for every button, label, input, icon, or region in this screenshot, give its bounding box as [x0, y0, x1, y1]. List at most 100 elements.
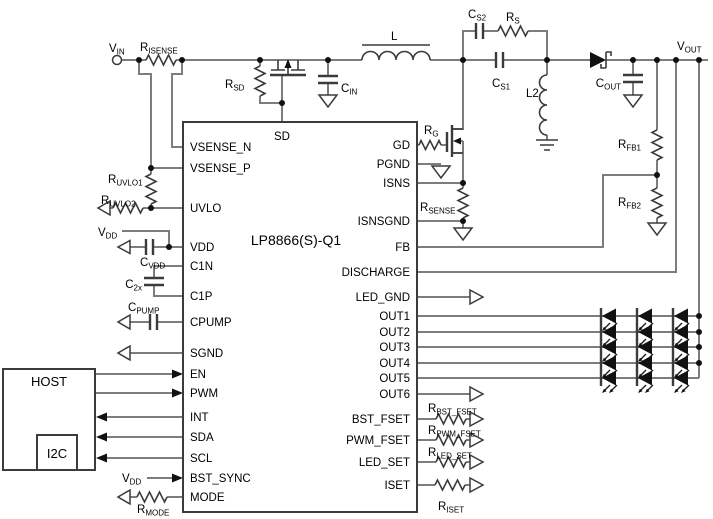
pin-iset: ISET	[384, 480, 410, 492]
connector-led-set	[469, 453, 485, 471]
pmos-sd-switch	[270, 59, 306, 77]
label-cs1: CS1	[492, 78, 511, 92]
label-rbst-fset: RBST_FSET	[428, 403, 477, 417]
i2c-block	[36, 434, 78, 471]
connector-out6	[469, 385, 485, 403]
resistor-rled-set	[435, 455, 467, 469]
capacitor-cout	[622, 73, 644, 109]
arrow-int	[96, 412, 107, 422]
label-vdd-uvlo: VDD	[98, 227, 117, 241]
pin-vsense-n: VSENSE_N	[190, 142, 251, 154]
label-cvdd: CVDD	[140, 257, 165, 271]
net-fet-drain	[452, 60, 464, 130]
pin-isnsgnd: ISNSGND	[358, 216, 410, 228]
pin-bst-fset: BST_FSET	[352, 414, 410, 426]
label-cs2: CS2	[468, 9, 487, 23]
led	[599, 368, 619, 395]
pin-out4: OUT4	[379, 358, 410, 370]
arrow-sda	[96, 432, 107, 442]
resistor-riset	[434, 478, 466, 492]
label-rs: RS	[506, 12, 520, 26]
label-rmode: RMODE	[137, 504, 169, 518]
connector-cpump	[116, 313, 131, 331]
arrow-scl	[96, 453, 107, 463]
label-l: L	[391, 31, 398, 43]
nmos-boost-switch	[445, 125, 463, 157]
label-cpump: CPUMP	[128, 302, 159, 316]
ground-rfb2	[646, 222, 668, 237]
diode-rectifier	[590, 51, 612, 69]
pin-pgnd: PGND	[377, 159, 410, 171]
connector-cvdd	[116, 239, 131, 255]
pin-fb: FB	[395, 242, 410, 254]
ground-isnsgnd	[452, 227, 474, 242]
i2c-label: I2C	[47, 446, 67, 461]
label-rfb2: RFB2	[618, 197, 642, 211]
pin-led-set: LED_SET	[359, 457, 410, 469]
net-fb	[417, 174, 657, 248]
connector-ruvlo2	[96, 199, 111, 217]
pin-out1: OUT1	[379, 311, 410, 323]
resistor-rmode	[136, 490, 168, 504]
connector-sgnd	[116, 344, 131, 362]
pin-gd: GD	[393, 140, 410, 152]
pin-sd: SD	[274, 131, 290, 143]
pin-discharge: DISCHARGE	[342, 267, 411, 279]
pin-scl: SCL	[190, 453, 213, 465]
pin-vdd: VDD	[190, 242, 214, 254]
pin-c1p: C1P	[190, 291, 213, 303]
pin-led-gnd: LED_GND	[356, 292, 410, 304]
pin-en: EN	[190, 369, 206, 381]
connector-bst-fset	[469, 410, 485, 428]
resistor-rfb2	[650, 187, 664, 219]
earth-ground-l2	[536, 139, 558, 151]
pin-uvlo: UVLO	[190, 203, 221, 215]
ground-cin	[317, 94, 339, 109]
net-vsense-p	[138, 60, 183, 169]
net-discharge	[417, 60, 677, 273]
net-c1n-c1p	[153, 265, 183, 297]
connector-mode	[116, 488, 131, 506]
led	[671, 368, 691, 395]
label-rfb1: RFB1	[618, 139, 642, 153]
label-rpwm-fset: RPWM_FSET	[428, 425, 481, 439]
arrow-bst-sync	[172, 473, 183, 483]
pin-mode: MODE	[190, 492, 225, 504]
ground-cout	[622, 94, 644, 109]
pin-sda: SDA	[190, 432, 214, 444]
pin-pwm-fset: PWM_FSET	[346, 435, 410, 447]
components	[96, 23, 668, 506]
led-matrix	[599, 306, 691, 395]
vin-terminal	[111, 54, 123, 66]
capacitor-cpump	[148, 314, 159, 330]
led	[635, 368, 655, 395]
resistor-rg	[418, 138, 442, 152]
host-label: HOST	[31, 374, 67, 389]
resistor-rpwm-fset	[435, 433, 467, 447]
resistor-rsd	[253, 65, 267, 97]
pin-pwm: PWM	[190, 388, 218, 400]
resistor-risense	[145, 53, 177, 67]
pin-sgnd: SGND	[190, 348, 223, 360]
label-rsd: RSD	[225, 79, 245, 93]
capacitor-cvdd	[144, 239, 155, 255]
label-risense: RISENSE	[140, 42, 178, 56]
label-rg: RG	[424, 125, 439, 139]
inductor-l	[361, 44, 431, 61]
label-cout: COUT	[596, 78, 621, 92]
arrow-pwm	[172, 388, 183, 398]
net-fet-source	[452, 140, 464, 183]
pin-int: INT	[190, 412, 209, 424]
inductor-l2	[536, 74, 558, 151]
label-l2: L2	[526, 88, 539, 100]
text-layer: LP8866(S)-Q1 SD VSENSE_N VSENSE_P UVLO V…	[31, 9, 702, 518]
pin-out6: OUT6	[379, 389, 410, 401]
pin-vsense-p: VSENSE_P	[190, 163, 251, 175]
label-vout: VOUT	[677, 41, 702, 55]
label-ruvlo2: RUVLO2	[101, 195, 136, 209]
pin-out5: OUT5	[379, 373, 410, 385]
label-vin: VIN	[109, 43, 125, 57]
pin-isns: ISNS	[383, 178, 410, 190]
